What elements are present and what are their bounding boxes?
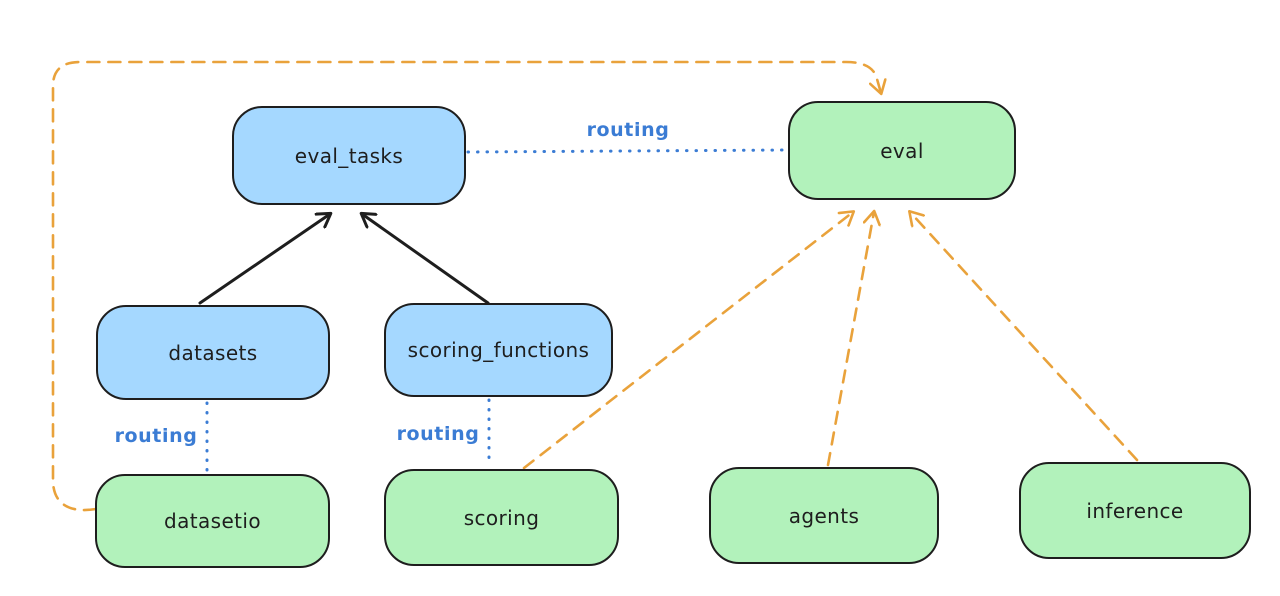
node-scoring-functions-label: scoring_functions (407, 338, 590, 362)
node-eval-tasks: eval_tasks (232, 106, 466, 205)
node-eval: eval (788, 101, 1016, 200)
edge-datasetio-to-eval (51, 60, 881, 512)
node-datasetio-label: datasetio (163, 509, 261, 533)
node-inference: inference (1019, 462, 1251, 559)
routing-label-scoring-functions-scoring: routing (396, 423, 480, 445)
routing-label-eval-tasks-eval: routing (586, 119, 670, 141)
node-eval-label: eval (880, 138, 924, 163)
edge-scoring-to-eval (522, 212, 853, 470)
routing-label-datasets-datasetio: routing (114, 425, 198, 447)
edge-scoring-functions-to-eval-tasks (362, 214, 490, 305)
node-scoring-functions: scoring_functions (384, 303, 613, 397)
edge-datasets-to-eval-tasks (198, 214, 330, 305)
edge-inference-to-eval (910, 212, 1139, 462)
node-eval-tasks-label: eval_tasks (294, 143, 404, 168)
node-agents-label: agents (788, 503, 860, 528)
node-datasetio: datasetio (95, 474, 330, 568)
node-inference-label: inference (1086, 498, 1184, 523)
edge-agents-to-eval (826, 212, 874, 467)
node-agents: agents (709, 467, 939, 564)
edge-eval-tasks-to-eval-routing (466, 148, 788, 154)
node-scoring-label: scoring (463, 505, 540, 530)
node-datasets: datasets (96, 305, 330, 400)
node-scoring: scoring (384, 469, 619, 566)
node-datasets-label: datasets (168, 340, 258, 365)
